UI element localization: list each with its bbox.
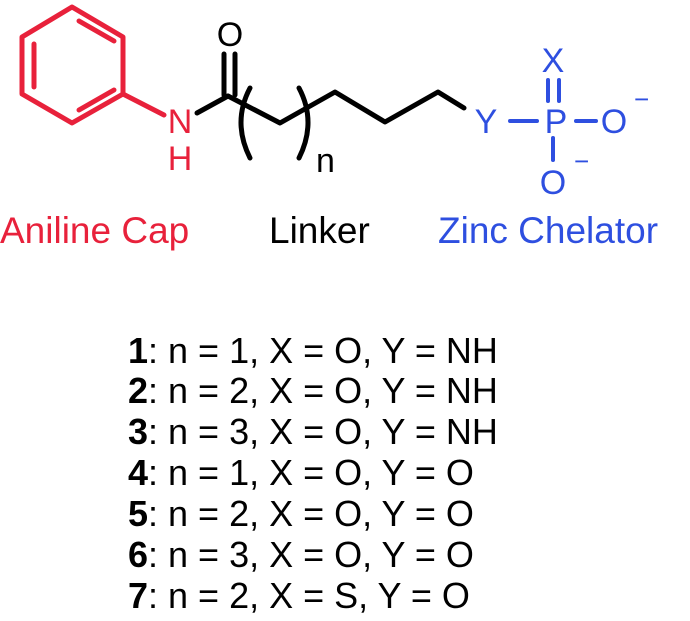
compound-7: 7: n = 2, X = S, Y = O [128,575,470,616]
compound-number: 3 [128,411,148,452]
compound-6: 6: n = 3, X = O, Y = O [128,534,474,575]
repeat-bracket-left [238,85,253,161]
compound-4: 4: n = 1, X = O, Y = O [128,452,474,493]
x-atom: X [542,42,565,80]
compound-number: 2 [128,370,148,411]
n-to-carbonyl-bond [194,93,231,116]
linker [194,51,467,161]
linker-label: Linker [269,210,370,251]
ring-to-n-bond [120,91,167,118]
compound-definition: : n = 3, X = O, Y = O [148,534,474,575]
alkyl-chain [225,89,467,126]
carbonyl-oxygen-atom: O [217,16,243,54]
compound-number: 6 [128,534,148,575]
compound-definition: : n = 2, X = O, Y = NH [148,370,498,411]
compound-definition: : n = 1, X = O, Y = NH [148,330,498,371]
compound-number: 1 [128,330,148,371]
compound-3: 3: n = 3, X = O, Y = NH [128,411,498,452]
aniline-cap-label: Aniline Cap [0,210,189,251]
compound-definition: : n = 3, X = O, Y = NH [148,411,498,452]
oxygen-bottom-atom: O [540,164,566,202]
charge-bottom: − [574,146,589,176]
amide-hydrogen-atom: H [168,140,193,178]
compound-number: 4 [128,452,148,493]
repeat-index-n: n [316,142,335,180]
compound-list: 1: n = 1, X = O, Y = NH 2: n = 2, X = O,… [128,330,498,616]
ring-double-bond-3 [76,87,117,113]
nitrogen-atom: N [168,103,193,141]
y-atom: Y [475,103,498,141]
compound-1: 1: n = 1, X = O, Y = NH [128,330,498,371]
aniline-cap [19,4,167,126]
charge-right: − [634,84,649,114]
benzene-ring [19,4,126,126]
chelator-bonds [508,78,598,162]
repeat-bracket-right [296,85,311,161]
compound-definition: : n = 1, X = O, Y = O [148,452,474,493]
compound-number: 5 [128,493,148,534]
compound-number: 7 [128,575,148,616]
compound-5: 5: n = 2, X = O, Y = O [128,493,474,534]
compound-definition: : n = 2, X = O, Y = O [148,493,474,534]
compound-2: 2: n = 2, X = O, Y = NH [128,370,498,411]
oxygen-right-atom: O [601,103,627,141]
compound-definition: : n = 2, X = S, Y = O [148,575,470,616]
ring-double-bond-2 [76,18,117,44]
zinc-chelator-label: Zinc Chelator [438,210,658,251]
phosphorus-atom: P [545,103,568,141]
